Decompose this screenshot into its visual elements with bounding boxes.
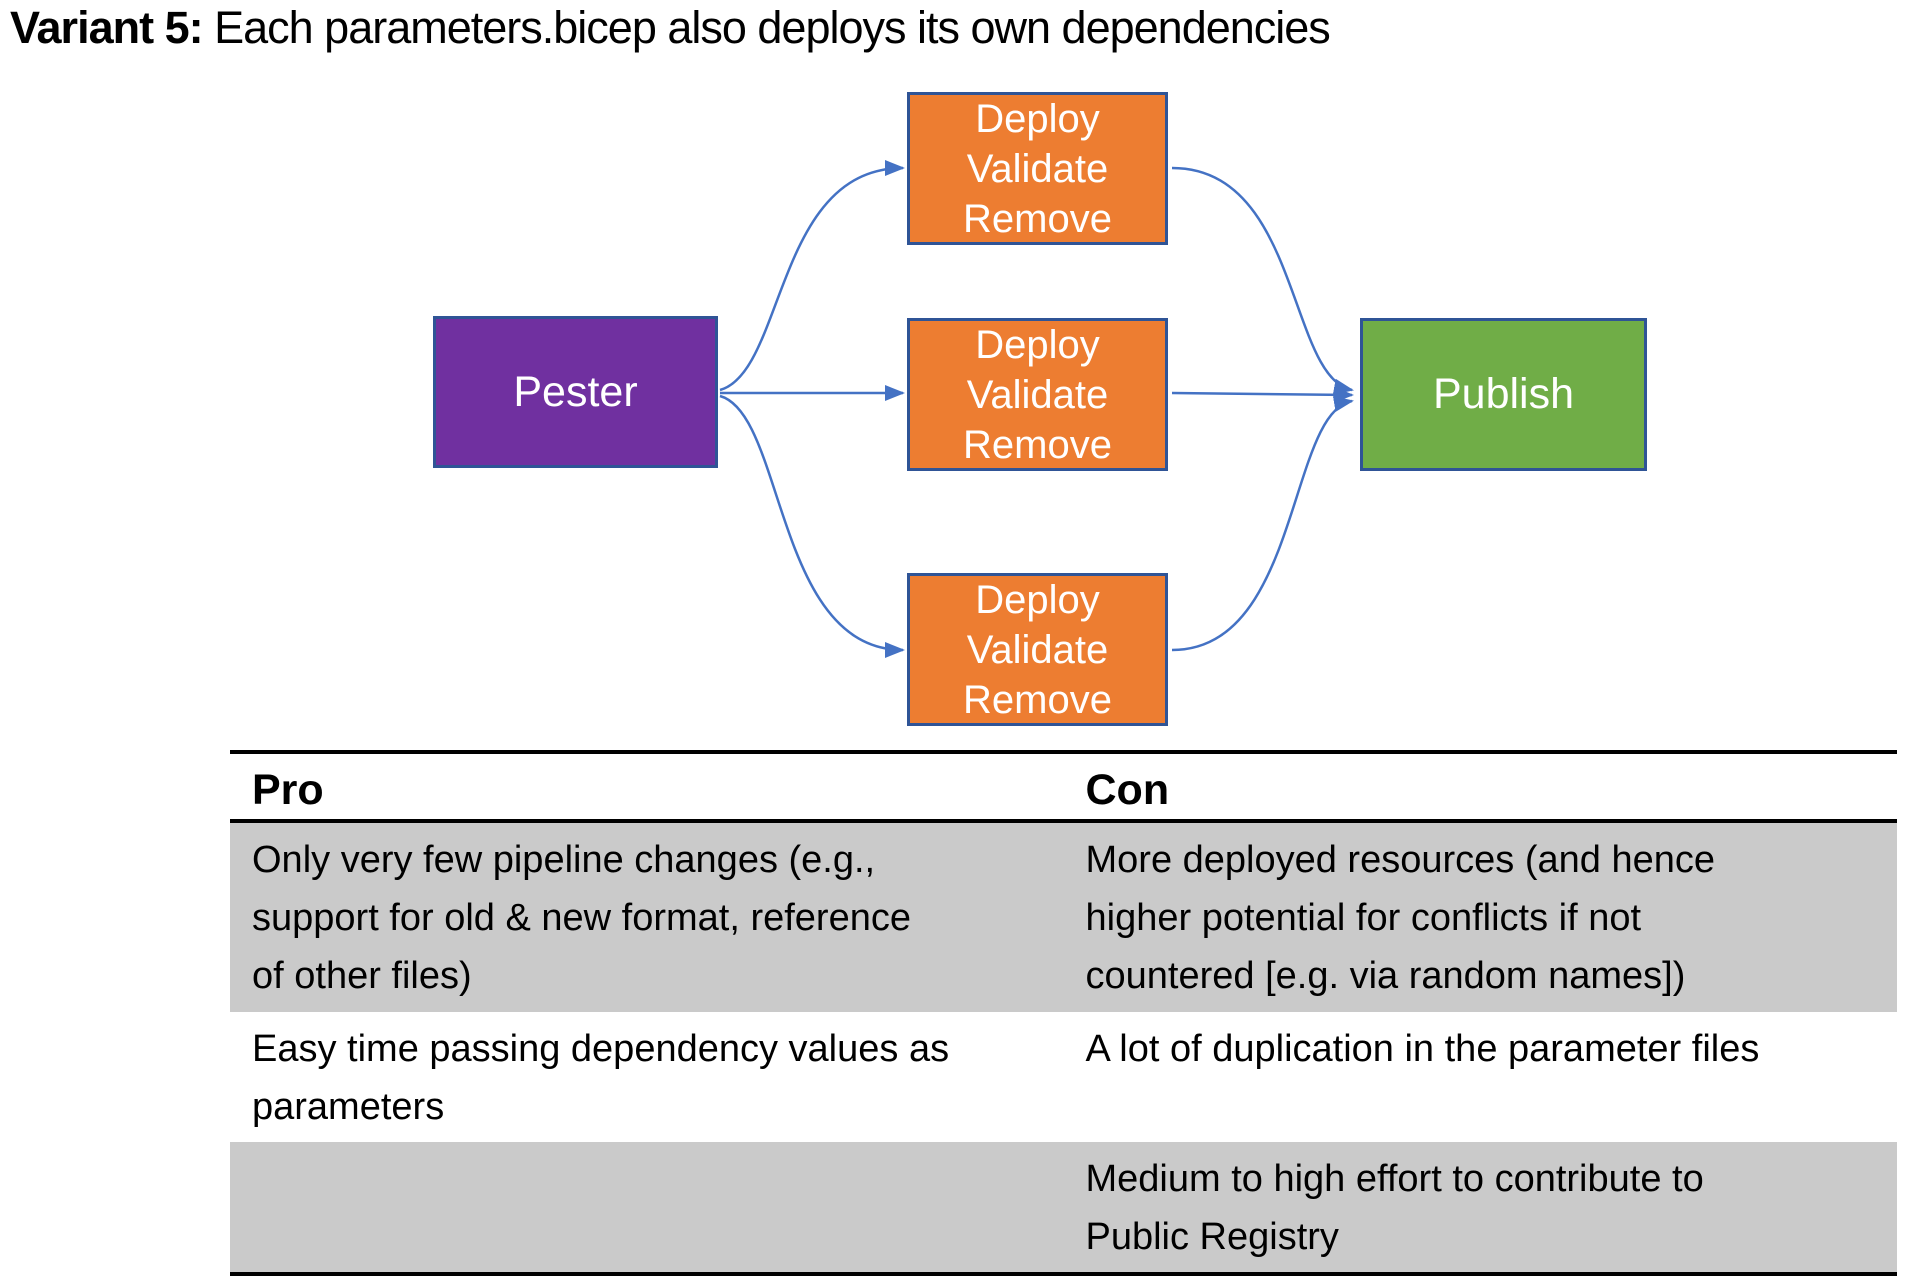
con-cell-line: higher potential for conflicts if not bbox=[1085, 897, 1642, 939]
pro-con-table: Pro Con Only very few pipeline changes (… bbox=[230, 750, 1897, 1276]
stage-line-validate: Validate bbox=[966, 146, 1109, 191]
arrow-pester-to-bottom-stage bbox=[719, 394, 905, 658]
table-row: Medium to high effort to contribute to P… bbox=[230, 1142, 1897, 1272]
con-cell-line: countered [e.g. via random names]) bbox=[1085, 955, 1686, 997]
con-cell-line: Public Registry bbox=[1085, 1216, 1339, 1258]
arrow-top-stage-to-publish bbox=[1171, 166, 1354, 395]
header-cell-con: Con bbox=[1085, 766, 1170, 814]
con-cell: More deployed resources (and hence highe… bbox=[1064, 823, 1898, 1012]
con-cell-line: More deployed resources (and hence bbox=[1085, 839, 1716, 881]
node-stage-middle: Deploy Validate Remove bbox=[907, 318, 1168, 471]
arrow-pester-to-top-stage bbox=[719, 160, 905, 392]
pro-cell-line: parameters bbox=[252, 1086, 445, 1128]
node-publish: Publish bbox=[1360, 318, 1647, 471]
pro-cell-line: support for old & new format, reference bbox=[252, 897, 911, 939]
table-row: Easy time passing dependency values as p… bbox=[230, 1012, 1897, 1142]
stage-line-validate: Validate bbox=[966, 627, 1109, 672]
stage-line-deploy: Deploy bbox=[975, 322, 1100, 367]
node-publish-label: Publish bbox=[1432, 370, 1575, 418]
title-description: Each parameters.bicep also deploys its o… bbox=[202, 2, 1331, 53]
stage-line-remove: Remove bbox=[963, 196, 1112, 241]
pro-cell bbox=[230, 1142, 1064, 1272]
table-row: Only very few pipeline changes (e.g., su… bbox=[230, 823, 1897, 1012]
pro-cell-line: of other files) bbox=[252, 955, 472, 997]
arrow-middle-stage-to-publish bbox=[1171, 386, 1354, 403]
node-stage-top: Deploy Validate Remove bbox=[907, 92, 1168, 245]
pro-cell: Only very few pipeline changes (e.g., su… bbox=[230, 823, 1064, 1012]
pro-cell-line: Easy time passing dependency values as bbox=[252, 1028, 950, 1070]
con-cell-line: Medium to high effort to contribute to bbox=[1085, 1158, 1704, 1200]
page-title: Variant 5: Each parameters.bicep also de… bbox=[10, 2, 1331, 54]
con-cell: Medium to high effort to contribute to P… bbox=[1064, 1142, 1898, 1272]
header-cell-pro: Pro bbox=[252, 766, 324, 814]
node-pester: Pester bbox=[433, 316, 718, 468]
stage-line-remove: Remove bbox=[963, 422, 1112, 467]
table-header-row: Pro Con bbox=[230, 754, 1897, 823]
arrow-bottom-stage-to-publish bbox=[1171, 396, 1354, 652]
stage-line-remove: Remove bbox=[963, 677, 1112, 722]
pro-cell-line: Only very few pipeline changes (e.g., bbox=[252, 839, 876, 881]
title-variant-label: Variant 5: bbox=[10, 2, 204, 53]
con-cell-line: A lot of duplication in the parameter fi… bbox=[1085, 1028, 1760, 1070]
con-cell: A lot of duplication in the parameter fi… bbox=[1064, 1012, 1898, 1142]
node-stage-bottom: Deploy Validate Remove bbox=[907, 573, 1168, 726]
pro-cell: Easy time passing dependency values as p… bbox=[230, 1012, 1064, 1142]
stage-line-validate: Validate bbox=[966, 372, 1109, 417]
stage-line-deploy: Deploy bbox=[975, 96, 1100, 141]
stage-line-deploy: Deploy bbox=[975, 577, 1100, 622]
node-pester-label: Pester bbox=[513, 367, 638, 416]
